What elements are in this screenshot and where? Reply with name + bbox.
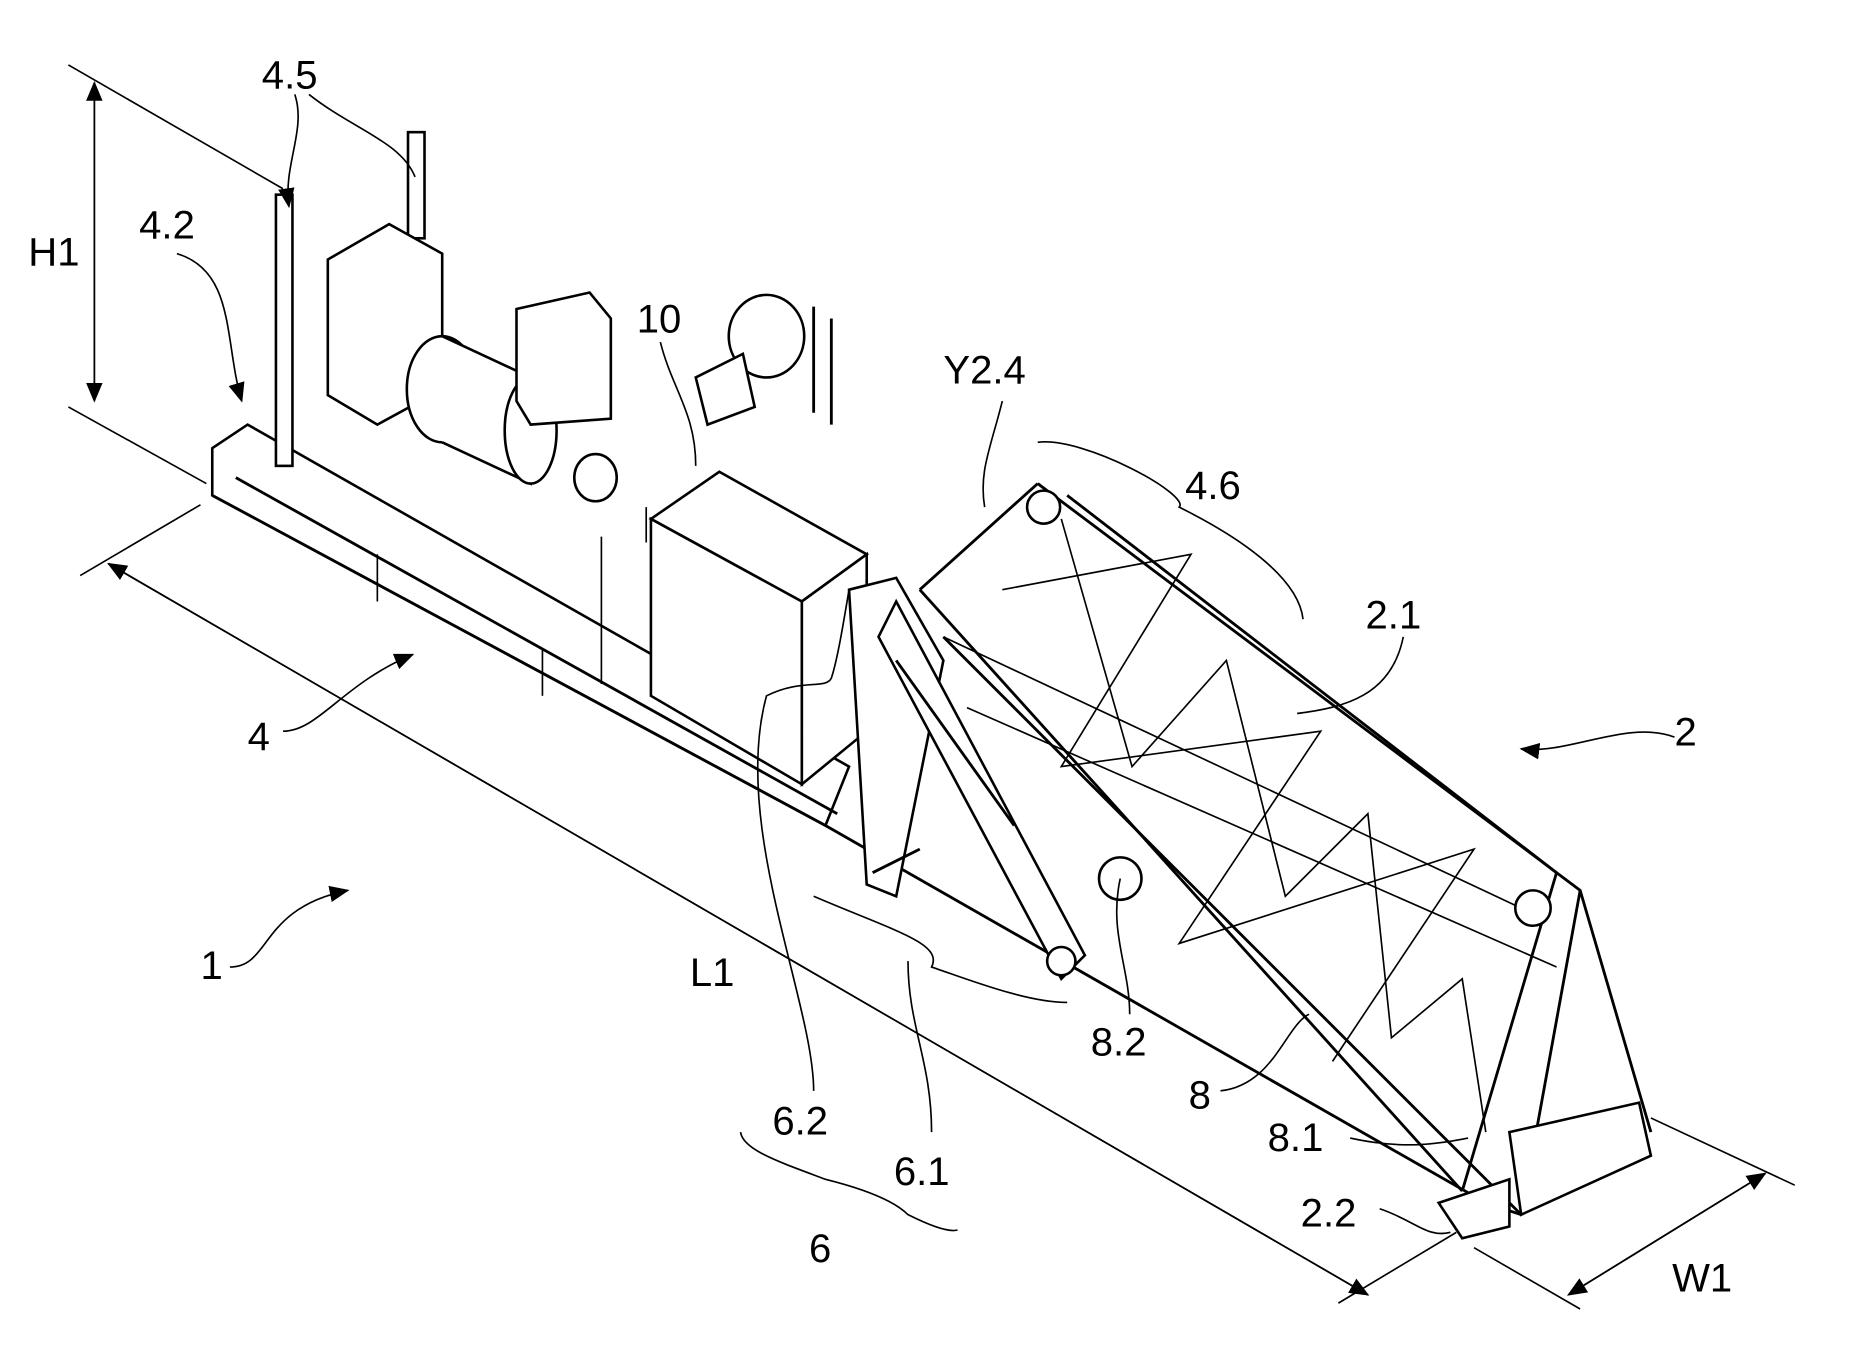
label-6-2: 6.2: [772, 1099, 828, 1143]
label-2-1: 2.1: [1366, 594, 1422, 638]
winch: [405, 291, 619, 503]
label-l1: L1: [690, 951, 735, 995]
label-4-5: 4.5: [262, 54, 318, 98]
motor: [694, 293, 833, 427]
reference-labels: 4.5 4.2 H1 10 Y2.4 4.6 2.1 2 4 1 L1 8.2 …: [28, 54, 1732, 1301]
label-h1: H1: [28, 230, 79, 274]
label-6: 6: [809, 1227, 831, 1271]
lattice-jib: [918, 482, 1653, 1240]
label-2-2: 2.2: [1301, 1191, 1357, 1235]
label-10: 10: [637, 298, 682, 342]
cabinet-10: [600, 470, 870, 787]
label-y2-4: Y2.4: [943, 348, 1025, 392]
label-w1: W1: [1672, 1256, 1732, 1300]
label-1: 1: [200, 944, 222, 988]
label-4-2: 4.2: [139, 203, 195, 247]
label-6-1: 6.1: [894, 1150, 950, 1194]
dimension-l1: [79, 504, 1457, 1304]
label-2: 2: [1674, 710, 1696, 754]
label-8-2: 8.2: [1091, 1020, 1147, 1064]
label-4: 4: [248, 715, 270, 759]
dimension-h1: [67, 64, 284, 485]
a-frame-6: [847, 576, 1143, 981]
label-8: 8: [1189, 1074, 1211, 1118]
label-8-1: 8.1: [1268, 1116, 1324, 1160]
dimension-w1: [1473, 1117, 1796, 1310]
leader-lines: [176, 93, 1675, 1235]
label-4-6: 4.6: [1185, 464, 1241, 508]
